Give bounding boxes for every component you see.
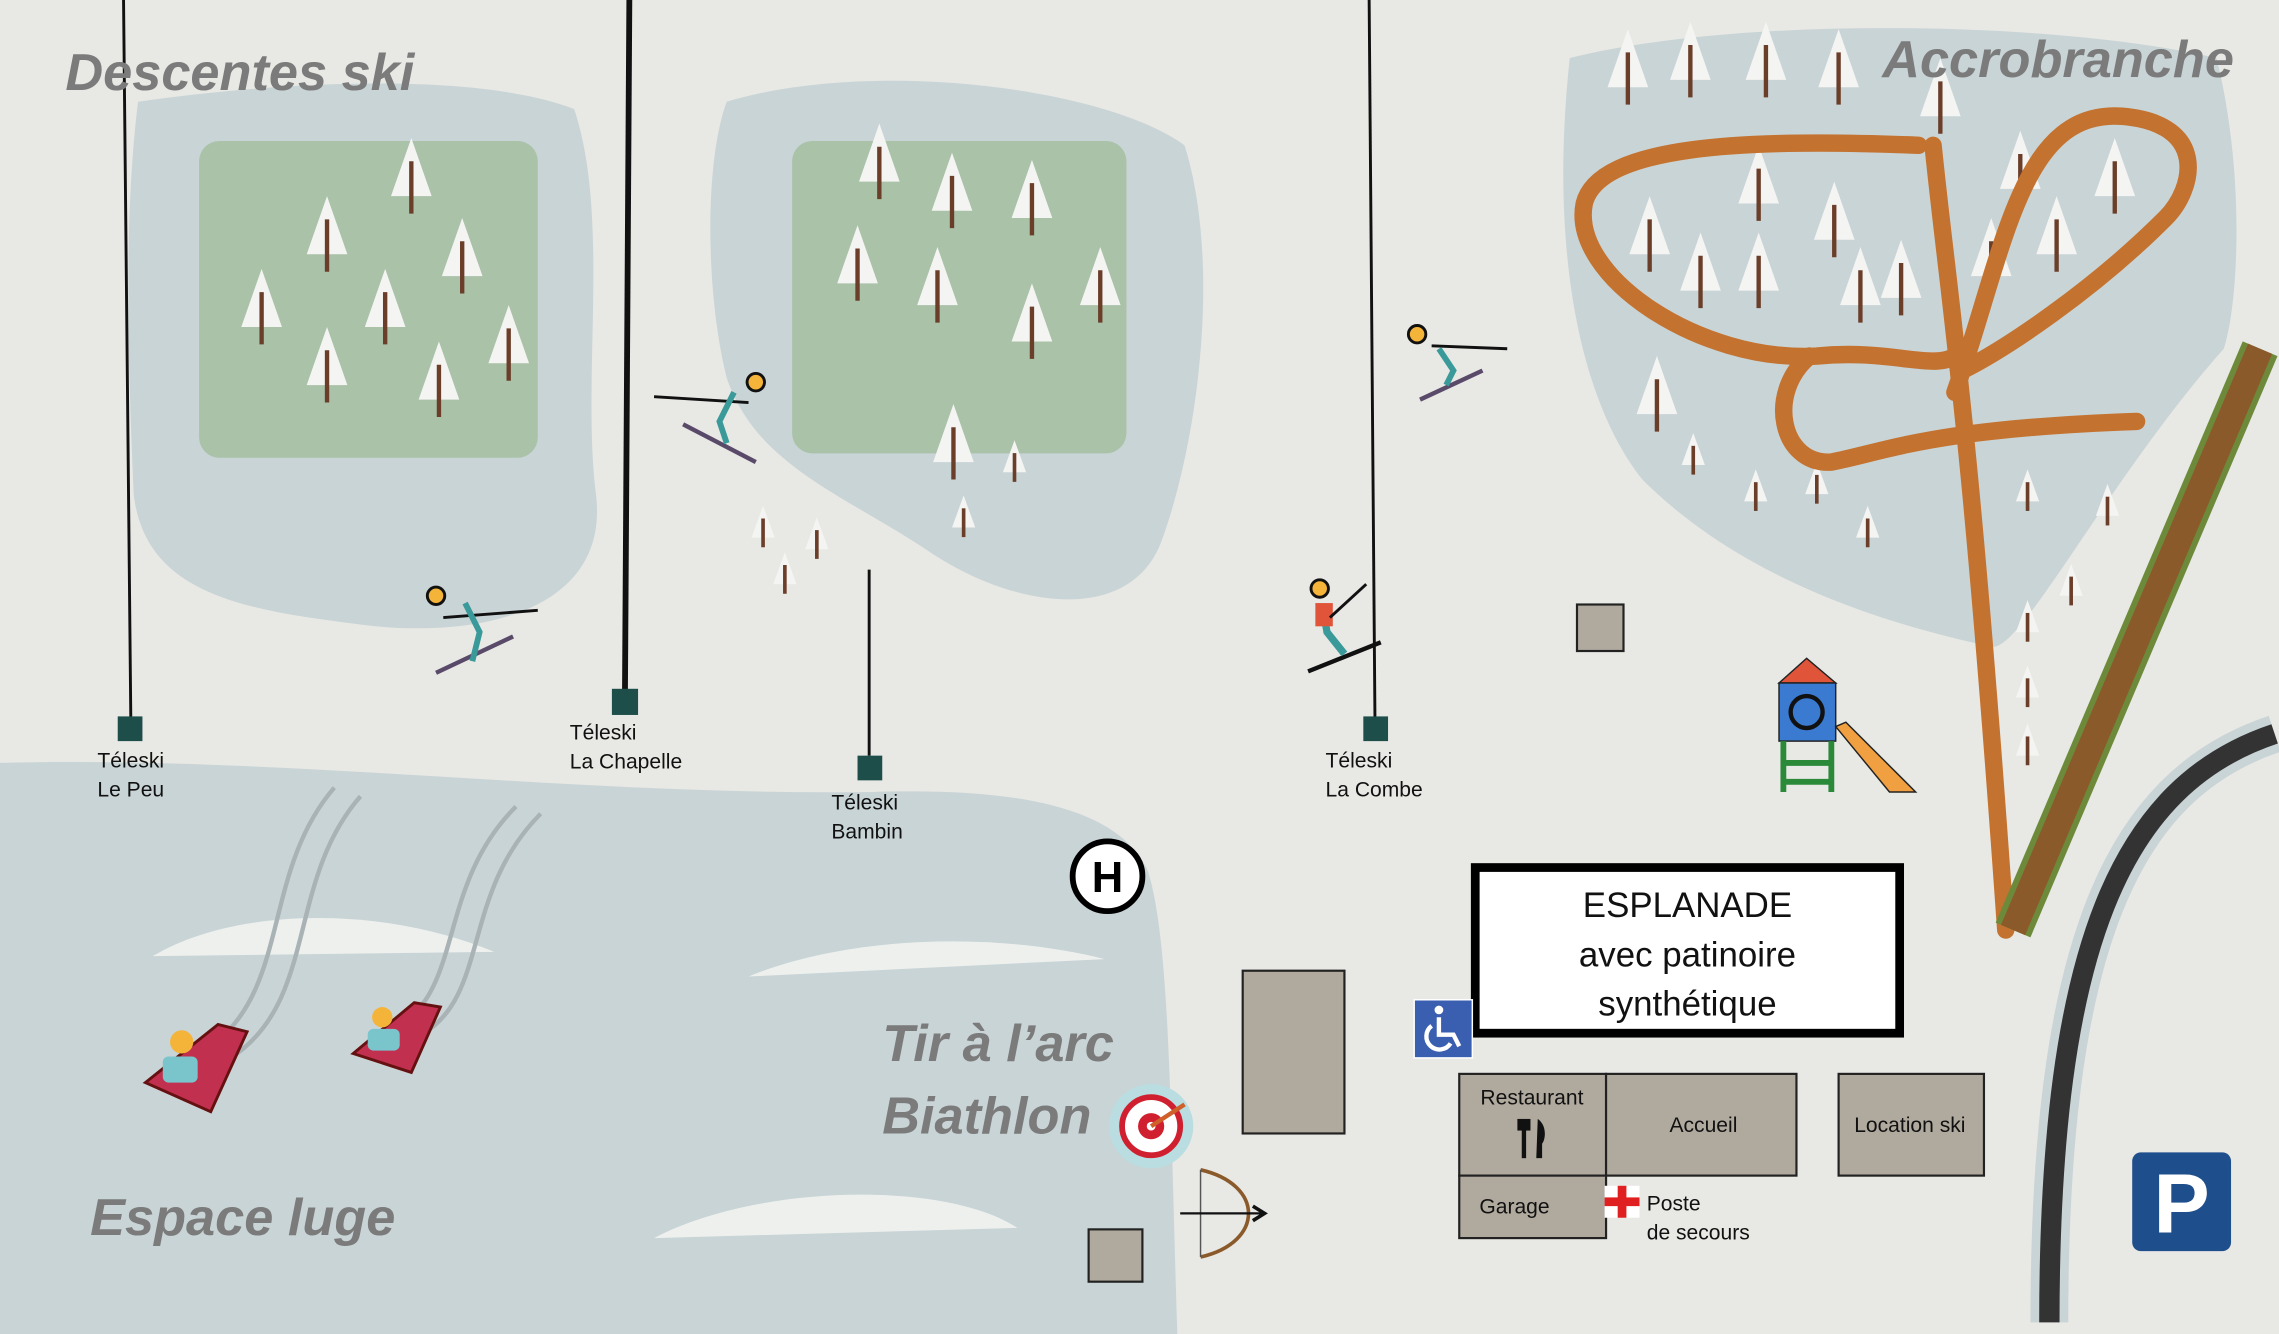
location-ski-label: Location ski [1854,1114,1965,1137]
esplanade-box[interactable] [1470,863,1905,1038]
sled-icon [142,1001,443,1114]
parking-sign[interactable]: P [2132,1152,2232,1252]
helipad-icon: H [1069,838,1146,915]
snow-mounds [152,917,1105,1239]
garage-label: Garage [1479,1195,1549,1218]
lift-stations [117,688,1389,781]
buildings [1087,603,1625,1283]
accrobranche-paths [1574,107,2197,939]
location-ski-building[interactable] [1837,1072,1986,1177]
accueil-building[interactable] [1604,1072,1798,1177]
accueil-label: Accueil [1669,1114,1737,1137]
cutlery-icon [1517,1118,1545,1159]
zone-title-accrobranche: Accrobranche [1880,31,2234,89]
track-surface [2000,343,2273,936]
target-icon [1108,1084,1194,1169]
svg-text:H: H [1092,854,1123,902]
svg-text:P: P [2154,1156,2210,1250]
road-surface [2039,724,2278,1323]
skier-icon [425,324,1508,675]
playground-icon [1777,657,1918,793]
forest-2 [792,140,1127,454]
ski-lifts [122,0,1377,756]
zone-title-ski: Descentes ski [65,44,415,102]
restaurant-label: Restaurant [1480,1086,1583,1109]
bow-icon [1180,1168,1268,1259]
wheelchair-icon [1413,999,1474,1059]
first-aid-icon [1604,1185,1640,1218]
garage-building[interactable] [1458,1174,1608,1240]
luge-zone [0,762,1178,1334]
trees [241,21,2136,766]
zone-title-biathlon: Biathlon [882,1087,1091,1145]
zone-title-archery: Tir à l’arc [882,1015,1114,1073]
restaurant-building[interactable] [1458,1072,1608,1177]
accro-zone [1563,28,2237,647]
zone-title-luge: Espace luge [90,1189,395,1247]
forest-1 [199,140,538,458]
